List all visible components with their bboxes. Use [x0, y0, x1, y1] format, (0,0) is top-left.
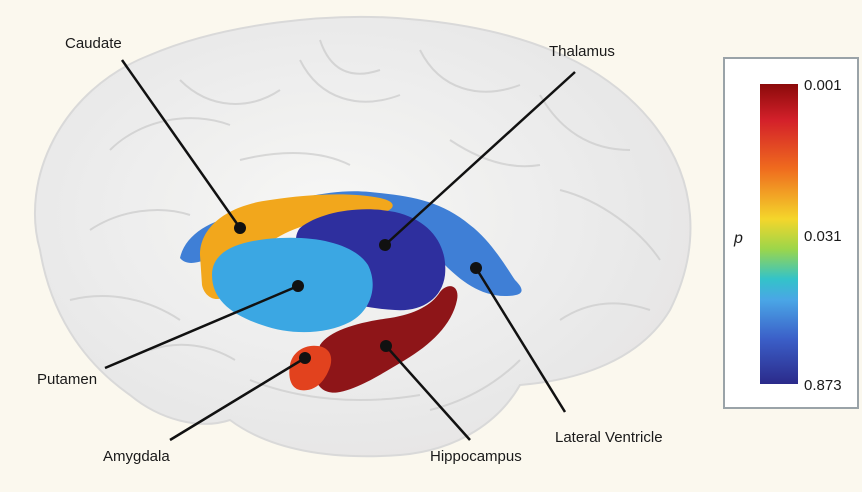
- legend: 0.001 0.031 0.873 p: [724, 58, 858, 408]
- thalamus-dot: [379, 239, 391, 251]
- putamen-dot: [292, 280, 304, 292]
- caudate-dot: [234, 222, 246, 234]
- legend-variable: p: [733, 230, 743, 247]
- amygdala-label: Amygdala: [103, 448, 170, 465]
- putamen-label: Putamen: [37, 371, 97, 388]
- colorbar: [760, 84, 798, 384]
- lateral-ventricle-label: Lateral Ventricle: [555, 429, 663, 446]
- hippocampus-label: Hippocampus: [430, 448, 522, 465]
- thalamus-label: Thalamus: [549, 43, 615, 60]
- lateral-ventricle-dot: [470, 262, 482, 274]
- amygdala-dot: [299, 352, 311, 364]
- legend-tick-bottom: 0.873: [804, 377, 842, 394]
- hippocampus-dot: [380, 340, 392, 352]
- legend-tick-mid: 0.031: [804, 228, 842, 245]
- caudate-label: Caudate: [65, 35, 122, 52]
- legend-tick-top: 0.001: [804, 77, 842, 94]
